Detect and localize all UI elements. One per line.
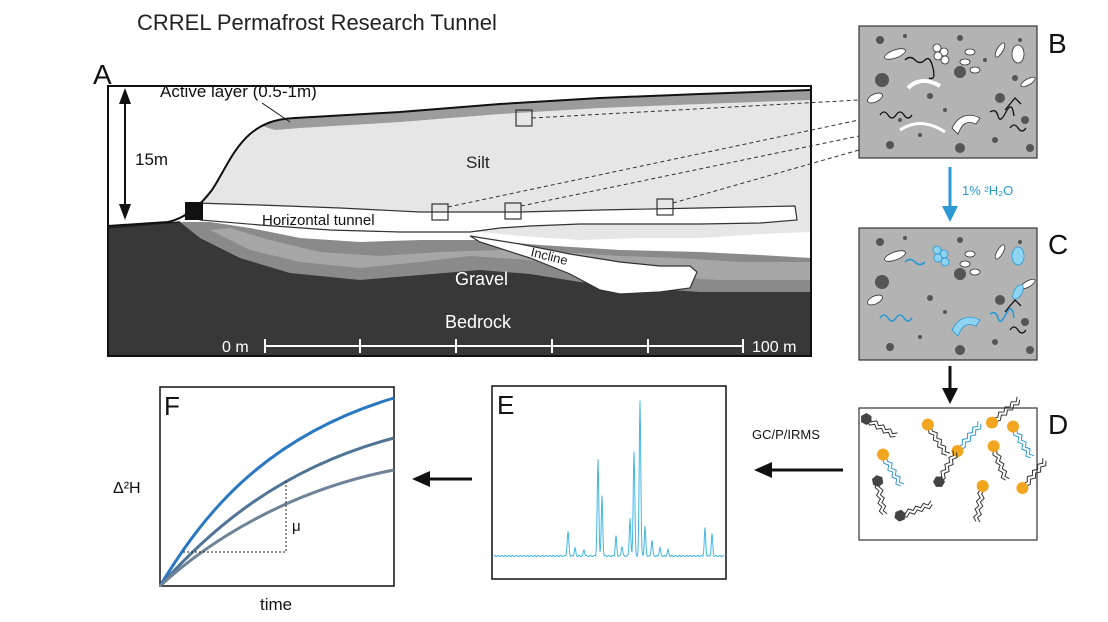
horizontal-tunnel [195, 202, 798, 233]
height-label: 15m [135, 150, 168, 169]
bacteria-cells [867, 42, 1036, 135]
lipid-molecule [972, 480, 989, 523]
lipid-molecules [861, 396, 1047, 523]
lipid-head [877, 448, 889, 461]
lipid-head [1016, 482, 1029, 495]
cross-section-border [107, 85, 812, 357]
panel-c-labeled-microbes: C [858, 227, 1068, 361]
silt-label: Silt [466, 153, 490, 172]
incline-tunnel [469, 235, 698, 295]
scale-end-label: 100 m [752, 339, 796, 356]
lipid-molecule [877, 448, 905, 487]
panel-letter-a: A [93, 59, 112, 90]
panel-b-microbes: B [858, 25, 1067, 159]
method-label: GC/P/IRMS [752, 427, 820, 442]
silt-layer [180, 90, 811, 240]
panel-letter-e: E [497, 390, 514, 420]
lipid-head [1007, 420, 1019, 433]
panel-c-box [858, 227, 1038, 361]
bedrock-label: Bedrock [445, 312, 512, 332]
panel-e-chromatogram: E [491, 385, 727, 580]
panel-letter-f: F [164, 391, 180, 421]
active-layer-band [262, 90, 811, 130]
lipid-head [872, 475, 884, 487]
lipid-molecule [872, 475, 888, 515]
panel-d-lipids: D [858, 396, 1068, 541]
label-water-arrow [942, 167, 958, 222]
arrow-e-to-f [412, 471, 472, 487]
lipid-molecule [951, 421, 982, 458]
y-axis-label: Δ²H [113, 480, 141, 497]
panel-f-curves: μ F [158, 386, 395, 588]
curve-high [158, 396, 395, 587]
chromatogram-trace [493, 400, 725, 558]
lipid-molecule [985, 396, 1021, 429]
labeled-cells [932, 245, 1025, 337]
lipid-head [921, 418, 934, 431]
arrow-d-to-e [754, 462, 843, 478]
active-layer-label: Active layer (0.5-1m) [160, 82, 317, 101]
lipid-head [976, 480, 989, 493]
gravel-label: Gravel [455, 269, 508, 289]
unlabeled-cells [867, 244, 1036, 306]
lipid-molecule [921, 418, 951, 456]
x-axis-label: time [260, 595, 292, 614]
curve-mid [158, 436, 395, 587]
lipid-head [951, 445, 964, 458]
scale-ticks [264, 339, 744, 353]
lipid-molecule [932, 450, 958, 487]
lipid-head [932, 476, 946, 487]
lipid-molecule [987, 440, 1010, 481]
tunnel-label: Horizontal tunnel [262, 212, 375, 229]
labeled-filaments [879, 258, 1015, 322]
lipid-head [987, 440, 1000, 453]
soil-particles [875, 236, 1034, 355]
height-arrow-head-bottom [119, 204, 131, 220]
panel-b-box [858, 25, 1038, 159]
lipid-head [985, 416, 998, 429]
label-water-text: 1% ²H₂O [962, 183, 1013, 198]
tunnel-portal [185, 202, 203, 220]
panel-d-box [858, 407, 1038, 541]
soil-particles [875, 34, 1034, 153]
sample-box [656, 198, 674, 216]
figure-title: CRREL Permafrost Research Tunnel [137, 10, 497, 35]
lipid-molecule [1016, 458, 1047, 495]
rate-label: μ [292, 518, 301, 535]
lipid-head [861, 412, 872, 426]
lipid-molecule [894, 500, 933, 522]
connector-lines [447, 99, 860, 208]
panel-letter-b: B [1048, 28, 1067, 59]
lipid-molecule [1007, 420, 1035, 459]
panel-a-cross-section: A 15m Active layer [93, 59, 812, 357]
lipid-head [894, 509, 906, 522]
arrow-c-to-d [942, 366, 958, 404]
sample-box [504, 202, 522, 220]
curve-low [158, 468, 395, 588]
filamentous-bacteria [879, 56, 1027, 132]
panel-letter-d: D [1048, 409, 1068, 440]
lipid-molecule [861, 412, 898, 438]
scale-start-label: 0 m [222, 339, 249, 356]
panel-letter-c: C [1048, 229, 1068, 260]
filamentous-bacteria [1004, 299, 1027, 334]
panel-e-box [491, 385, 727, 580]
active-layer-leader [261, 102, 291, 123]
sample-box [431, 203, 449, 221]
height-arrow-head-top [119, 88, 131, 104]
